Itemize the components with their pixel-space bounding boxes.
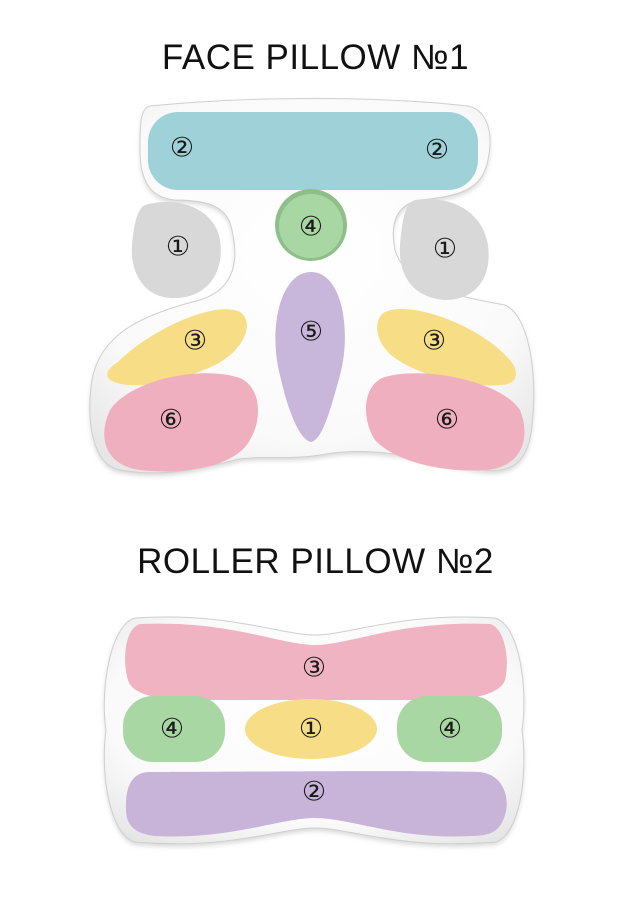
face-label-1-left: ①: [166, 232, 190, 263]
roller-zone-4-right: [397, 696, 502, 762]
face-label-2-right: ②: [425, 135, 449, 166]
face-zone-4: [279, 194, 343, 258]
face-label-4: ④: [299, 212, 323, 243]
face-zone-2-bar: [148, 112, 478, 190]
face-label-6-right: ⑥: [435, 405, 459, 436]
roller-pillow-title: ROLLER PILLOW №2: [137, 542, 494, 581]
face-label-2-left: ②: [170, 133, 194, 164]
roller-zone-2: [125, 771, 507, 837]
face-zone-6-right: [365, 373, 525, 471]
roller-label-1: ①: [299, 714, 323, 745]
roller-zone-4-left: [123, 696, 225, 762]
roller-label-3: ③: [302, 653, 326, 684]
roller-pillow: ③ ④ ① ④ ②: [103, 616, 525, 847]
face-label-5: ⑤: [299, 317, 323, 348]
roller-label-4-left: ④: [160, 714, 184, 745]
face-zone-1-left: [131, 201, 221, 299]
face-label-6-left: ⑥: [159, 405, 183, 436]
face-zone-3-right: [377, 308, 516, 386]
face-label-1-right: ①: [433, 234, 457, 265]
face-zone-1-right: [399, 199, 489, 300]
roller-zone-1: [245, 699, 377, 759]
face-label-3-left: ③: [183, 326, 207, 357]
face-pillow-title: FACE PILLOW №1: [161, 38, 470, 77]
roller-zone-3: [125, 623, 507, 700]
face-pillow: ② ② ④ ① ① ⑤ ③ ③ ⑥ ⑥: [89, 98, 535, 476]
face-zone-6-left: [104, 373, 259, 472]
roller-label-2: ②: [302, 777, 326, 808]
face-zone-3-left: [107, 309, 247, 386]
roller-label-4-right: ④: [438, 714, 462, 745]
face-zone-5: [275, 272, 345, 442]
face-label-3-right: ③: [422, 326, 446, 357]
